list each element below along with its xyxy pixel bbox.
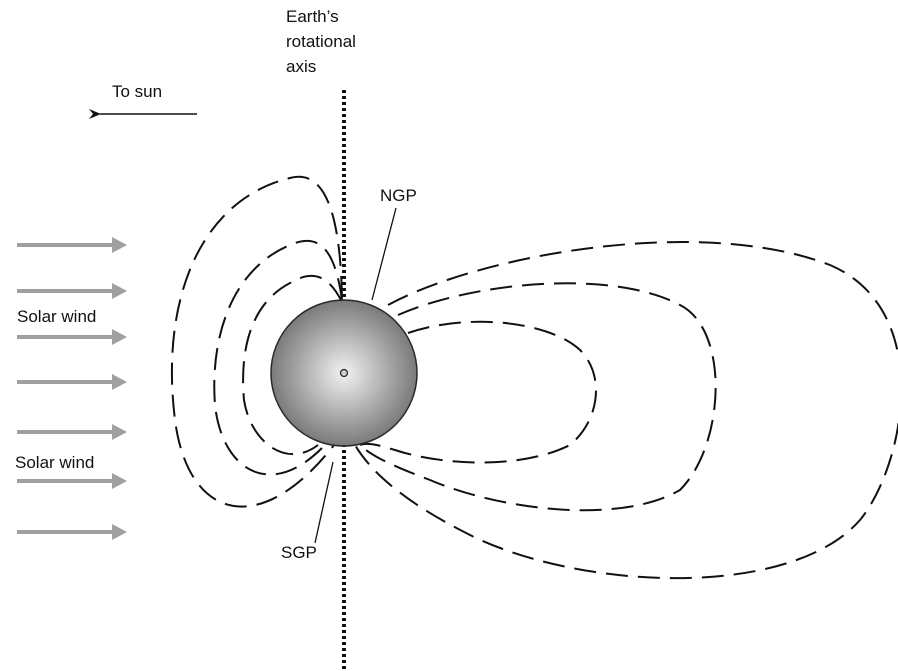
axis-label-line1: Earth’s <box>286 7 339 26</box>
solar-wind-arrow <box>17 524 127 540</box>
solar-wind-arrow <box>17 283 127 299</box>
solar-wind-label-upper: Solar wind <box>17 307 96 326</box>
to-sun-label: To sun <box>112 82 162 101</box>
axis-label-line3: axis <box>286 57 316 76</box>
solar-wind-arrow <box>17 329 127 345</box>
axis-label-line2: rotational <box>286 32 356 51</box>
sgp-label: SGP <box>281 543 317 562</box>
sgp-leader-line <box>314 461 334 544</box>
solar-wind-arrow <box>17 374 127 390</box>
solar-wind-arrow <box>17 424 127 440</box>
solar-wind-label-lower: Solar wind <box>15 453 94 472</box>
solar-wind-arrows <box>17 237 127 540</box>
ngp-leader-line <box>371 207 397 301</box>
solar-wind-arrow <box>17 237 127 253</box>
field-line-night-outer <box>354 241 898 580</box>
field-line-day-middle <box>213 239 343 476</box>
field-line-night-inner <box>359 320 597 464</box>
field-line-night-middle <box>359 282 717 512</box>
field-line-day-inner <box>242 274 343 456</box>
earth-center-dot <box>339 368 349 378</box>
solar-wind-arrow <box>17 473 127 489</box>
ngp-label: NGP <box>380 186 417 205</box>
field-line-day-outer <box>171 175 343 508</box>
